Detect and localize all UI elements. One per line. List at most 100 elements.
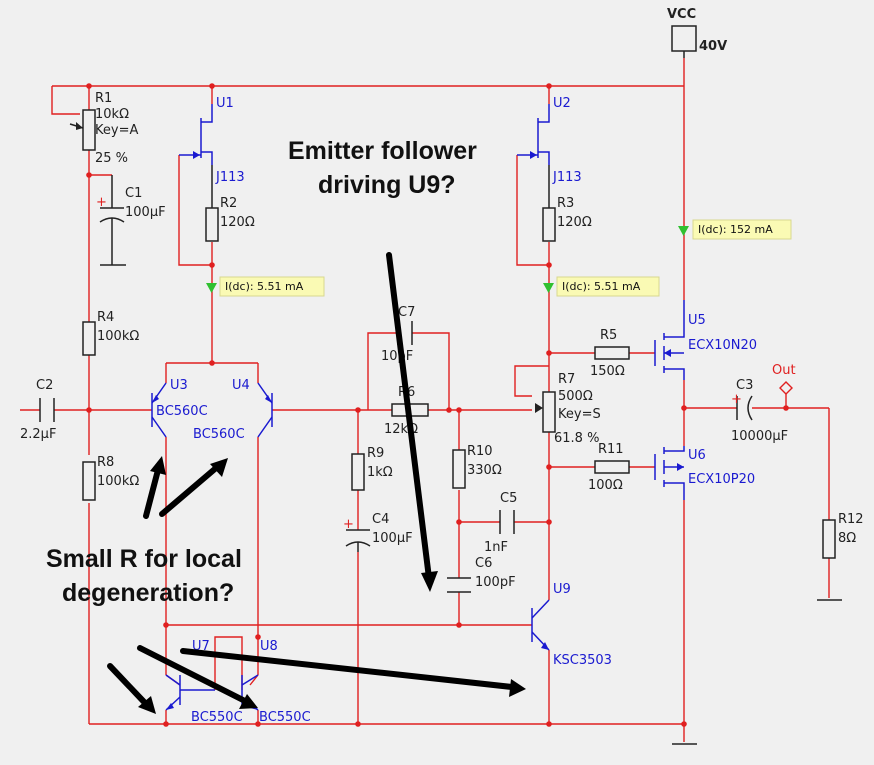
R11-ref: R11 — [598, 442, 624, 457]
R1-potentiometer[interactable]: R1 10kΩ Key=A 25 % — [69, 91, 138, 166]
C4-ref: C4 — [372, 512, 389, 527]
probe-2[interactable]: I(dc): 5.51 mA — [543, 276, 660, 297]
C6-capacitor[interactable]: C6 100pF — [447, 556, 516, 593]
C1-value: 100µF — [125, 205, 166, 220]
R3-value: 120Ω — [557, 215, 592, 230]
U6-part: ECX10P20 — [688, 472, 755, 487]
vcc-supply[interactable]: VCC 40V — [667, 7, 727, 58]
C6-value: 100pF — [475, 575, 516, 590]
R4-value: 100kΩ — [97, 329, 139, 344]
C3-value: 10000µF — [731, 429, 788, 444]
out-marker[interactable]: Out — [772, 363, 796, 395]
vcc-label: VCC — [667, 7, 696, 22]
vcc-value: 40V — [699, 39, 727, 54]
C1-ref: C1 — [125, 186, 142, 201]
R3-resistor[interactable]: R3 120Ω — [542, 165, 592, 242]
R7-setting: 61.8 % — [554, 431, 599, 446]
C2-value: 2.2µF — [20, 427, 56, 442]
U2-ref: U2 — [553, 96, 571, 111]
R2-ref: R2 — [220, 196, 237, 211]
U8-ref: U8 — [260, 639, 278, 654]
U8-part: BC550C — [259, 710, 311, 725]
vcc-box — [671, 25, 697, 52]
U9-ref: U9 — [553, 582, 571, 597]
arrow-to-U9 — [386, 252, 438, 592]
R1-key: Key=A — [95, 123, 138, 138]
C7-ref: C7 — [398, 305, 415, 320]
R8-resistor[interactable]: R8 100kΩ — [82, 455, 139, 501]
U3-transistor[interactable]: U3 BC560C — [151, 378, 208, 438]
R7-key: Key=S — [558, 407, 601, 422]
probe-3[interactable]: I(dc): 152 mA — [678, 219, 792, 240]
annotation-2-line2: degeneration? — [62, 579, 234, 607]
U3-ref: U3 — [170, 378, 188, 393]
R10-value: 330Ω — [467, 463, 502, 478]
C4-plus: + — [343, 517, 354, 532]
R2-resistor[interactable]: R2 120Ω — [205, 165, 255, 242]
R7-potentiometer[interactable]: R7 500Ω Key=S 61.8 % — [535, 372, 601, 446]
annotation-local-degeneration: Small R for local degeneration? — [46, 545, 242, 607]
R7-value: 500Ω — [558, 389, 593, 404]
R9-ref: R9 — [367, 446, 384, 461]
C5-value: 1nF — [484, 540, 508, 555]
probe-1[interactable]: I(dc): 5.51 mA — [206, 276, 325, 297]
C3-ref: C3 — [736, 378, 753, 393]
U4-ref: U4 — [232, 378, 250, 393]
annotation-emitter-follower: Emitter follower driving U9? — [288, 137, 477, 199]
U4-transistor[interactable]: U4 BC560C — [193, 378, 273, 442]
annotation-2-line1: Small R for local — [46, 545, 242, 573]
U7-part: BC550C — [191, 710, 243, 725]
R10-ref: R10 — [467, 444, 493, 459]
R4-ref: R4 — [97, 310, 114, 325]
C5-capacitor[interactable]: C5 1nF — [484, 491, 517, 555]
U5-mosfet[interactable]: U5 ECX10N20 — [654, 300, 757, 380]
R9-value: 1kΩ — [367, 465, 393, 480]
probe-1-value: I(dc): 5.51 mA — [225, 280, 304, 293]
R3-ref: R3 — [557, 196, 574, 211]
U2-jfet[interactable]: U2 J113 — [517, 96, 582, 185]
R1-setting: 25 % — [95, 151, 128, 166]
C3-plus: + — [731, 392, 742, 407]
R11-resistor[interactable]: R11 100Ω — [588, 442, 630, 493]
U6-ref: U6 — [688, 448, 706, 463]
R5-ref: R5 — [600, 328, 617, 343]
U1-part: J113 — [215, 170, 245, 185]
C1-capacitor[interactable]: + C1 100µF — [96, 175, 166, 265]
R12-ref: R12 — [838, 512, 864, 527]
U9-part: KSC3503 — [553, 653, 612, 668]
annotation-arrows — [107, 252, 526, 714]
R8-value: 100kΩ — [97, 474, 139, 489]
probe-3-value: I(dc): 152 mA — [698, 223, 773, 236]
U6-mosfet[interactable]: U6 ECX10P20 — [654, 446, 755, 500]
R5-resistor[interactable]: R5 150Ω — [590, 328, 630, 379]
R4-resistor[interactable]: R4 100kΩ — [82, 310, 139, 356]
arrow-to-U4-emitter — [159, 458, 228, 517]
R11-value: 100Ω — [588, 478, 623, 493]
R10-resistor[interactable]: R10 330Ω — [452, 444, 502, 489]
C7-value: 10pF — [381, 349, 413, 364]
U4-part: BC560C — [193, 427, 245, 442]
junction-dots — [86, 83, 789, 727]
R12-value: 8Ω — [838, 531, 856, 546]
R12-resistor[interactable]: R12 8Ω — [822, 512, 864, 559]
R8-ref: R8 — [97, 455, 114, 470]
U1-ref: U1 — [216, 96, 234, 111]
C5-ref: C5 — [500, 491, 517, 506]
C4-value: 100µF — [372, 531, 413, 546]
U1-jfet[interactable]: U1 J113 — [179, 96, 245, 185]
C2-capacitor[interactable]: C2 2.2µF — [20, 378, 56, 442]
R9-resistor[interactable]: R9 1kΩ — [351, 446, 393, 491]
C1-plus: + — [96, 195, 107, 210]
C6-ref: C6 — [475, 556, 492, 571]
C3-capacitor[interactable]: + C3 10000µF — [731, 378, 788, 444]
U5-part: ECX10N20 — [688, 338, 757, 353]
R5-value: 150Ω — [590, 364, 625, 379]
arrow-to-U7-emitter — [107, 663, 156, 714]
arrow-to-U3-emitter — [143, 456, 166, 519]
C4-capacitor[interactable]: + C4 100µF — [343, 512, 413, 552]
R2-value: 120Ω — [220, 215, 255, 230]
annotation-1-line2: driving U9? — [318, 171, 456, 199]
U9-transistor[interactable]: U9 KSC3503 — [531, 582, 612, 668]
arrow-to-U8-emitter — [137, 645, 258, 709]
